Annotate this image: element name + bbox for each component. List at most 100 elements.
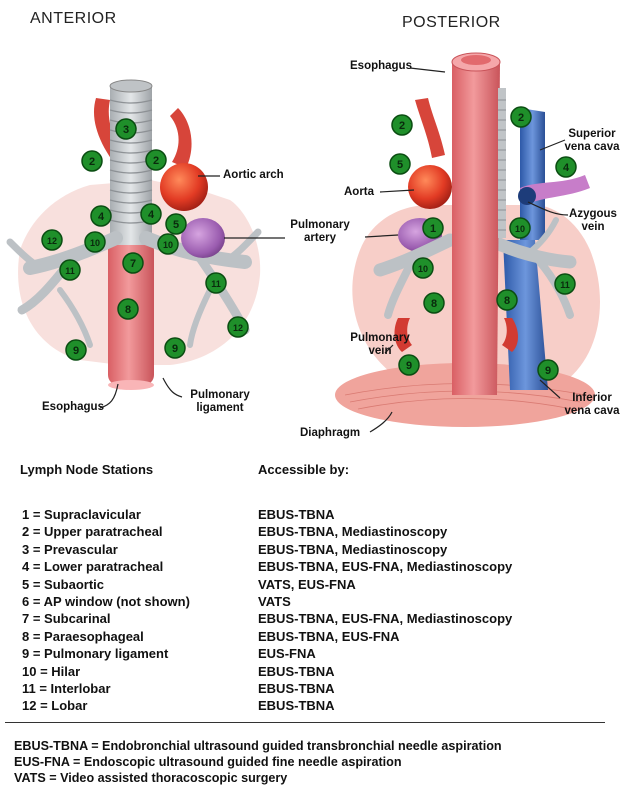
accessible-by-header: Accessible by: (258, 462, 349, 477)
divider-line (5, 722, 605, 723)
anterior-view-title: ANTERIOR (30, 10, 117, 28)
station-name: 3 = Prevascular (22, 542, 118, 557)
node-number: 2 (153, 155, 159, 167)
station-name: 5 = Subaortic (22, 577, 104, 592)
station-access: EBUS-TBNA (258, 681, 335, 696)
node-number: 7 (130, 258, 136, 270)
station-access: EBUS-TBNA, EUS-FNA, Mediastinoscopy (258, 611, 512, 626)
label-pulmonary-artery: Pulmonary artery (284, 219, 356, 245)
posterior-view (335, 53, 600, 427)
station-row: 6 = AP window (not shown) VATS (22, 594, 612, 610)
station-access: VATS, EUS-FNA (258, 577, 356, 592)
anterior-node-12: 12 (42, 230, 62, 250)
station-name: 11 = Interlobar (22, 681, 111, 696)
station-access: EBUS-TBNA, EUS-FNA (258, 629, 400, 644)
node-number: 5 (173, 219, 179, 231)
posterior-node-2: 2 (511, 107, 531, 127)
anterior-node-10: 10 (158, 234, 178, 254)
node-number: 2 (518, 112, 524, 124)
station-row: 5 = Subaortic VATS, EUS-FNA (22, 577, 612, 593)
posterior-esophagus-shape (452, 62, 500, 395)
node-number: 2 (399, 120, 405, 132)
label-pulmonary-vein: Pulmonary vein (350, 332, 410, 358)
definition-vats: VATS = Video assisted thoracoscopic surg… (14, 771, 287, 785)
posterior-aorta-branch (415, 98, 445, 158)
label-aortic-arch: Aortic arch (223, 169, 284, 182)
node-number: 9 (73, 345, 79, 357)
label-pulmonary-ligament: Pulmonary ligament (185, 389, 255, 415)
station-access: EBUS-TBNA (258, 664, 335, 679)
station-name: 7 = Subcarinal (22, 611, 111, 626)
label-esophagus-anterior: Esophagus (42, 401, 104, 414)
station-access: EUS-FNA (258, 646, 316, 661)
station-row: 10 = Hilar EBUS-TBNA (22, 664, 612, 680)
station-name: 12 = Lobar (22, 698, 87, 713)
station-access: VATS (258, 594, 291, 609)
node-number: 10 (418, 264, 428, 274)
node-number: 1 (430, 223, 436, 235)
station-row: 7 = Subcarinal EBUS-TBNA, EUS-FNA, Medias… (22, 611, 612, 627)
station-name: 10 = Hilar (22, 664, 80, 679)
posterior-node-4: 4 (556, 157, 576, 177)
node-number: 11 (65, 266, 75, 276)
anterior-pulmonary-artery-shape (181, 218, 225, 258)
label-azygous-vein: Azygous vein (565, 208, 621, 234)
station-name: 1 = Supraclavicular (22, 507, 141, 522)
node-number: 10 (163, 240, 173, 250)
anterior-node-8: 8 (118, 299, 138, 319)
posterior-node-11: 11 (555, 274, 575, 294)
node-number: 12 (233, 323, 243, 333)
station-name: 4 = Lower paratracheal (22, 559, 163, 574)
station-access: EBUS-TBNA (258, 507, 335, 522)
definition-ebus-tbna: EBUS-TBNA = Endobronchial ultrasound gui… (14, 739, 502, 753)
posterior-view-title: POSTERIOR (402, 14, 501, 32)
posterior-node-10: 10 (413, 258, 433, 278)
label-aorta: Aorta (344, 186, 374, 199)
node-number: 10 (515, 224, 525, 234)
anterior-node-7: 7 (123, 253, 143, 273)
posterior-node-5: 5 (390, 154, 410, 174)
station-name: 9 = Pulmonary ligament (22, 646, 168, 661)
node-number: 9 (406, 360, 412, 372)
label-diaphragm: Diaphragm (300, 427, 360, 440)
label-inferior-vena-cava: Inferior vena cava (562, 392, 622, 418)
node-number: 8 (504, 295, 510, 307)
node-number: 8 (125, 304, 131, 316)
node-number: 11 (211, 279, 221, 289)
definition-eus-fna: EUS-FNA = Endoscopic ultrasound guided f… (14, 755, 402, 769)
node-number: 9 (545, 365, 551, 377)
posterior-node-10: 10 (510, 218, 530, 238)
label-esophagus-posterior: Esophagus (350, 60, 412, 73)
posterior-node-9: 9 (399, 355, 419, 375)
node-number: 11 (560, 280, 570, 290)
anterior-node-12: 12 (228, 317, 248, 337)
node-number: 4 (98, 211, 105, 223)
posterior-node-8: 8 (424, 293, 444, 313)
posterior-node-9: 9 (538, 360, 558, 380)
node-number: 5 (397, 159, 403, 171)
node-number: 10 (90, 238, 100, 248)
anterior-node-11: 11 (206, 273, 226, 293)
stations-header: Lymph Node Stations (20, 462, 153, 477)
anterior-node-4: 4 (91, 206, 111, 226)
anterior-node-3: 3 (116, 119, 136, 139)
node-number: 4 (148, 209, 155, 221)
posterior-node-2: 2 (392, 115, 412, 135)
node-number: 8 (431, 298, 437, 310)
node-number: 2 (89, 156, 95, 168)
node-number: 9 (172, 343, 178, 355)
anterior-aortic-arch-shape (160, 163, 208, 211)
station-row: 12 = LobarEBUS-TBNA (22, 698, 612, 714)
anterior-node-4: 4 (141, 204, 161, 224)
anterior-node-11: 11 (60, 260, 80, 280)
label-superior-vena-cava: Superior vena cava (562, 128, 622, 154)
station-row: 11 = Interlobar EBUS-TBNA (22, 681, 612, 697)
anterior-node-9: 9 (165, 338, 185, 358)
station-row: 9 = Pulmonary ligament EUS-FNA (22, 646, 612, 662)
posterior-aorta-shape (408, 165, 452, 209)
station-name: 6 = AP window (not shown) (22, 594, 190, 609)
